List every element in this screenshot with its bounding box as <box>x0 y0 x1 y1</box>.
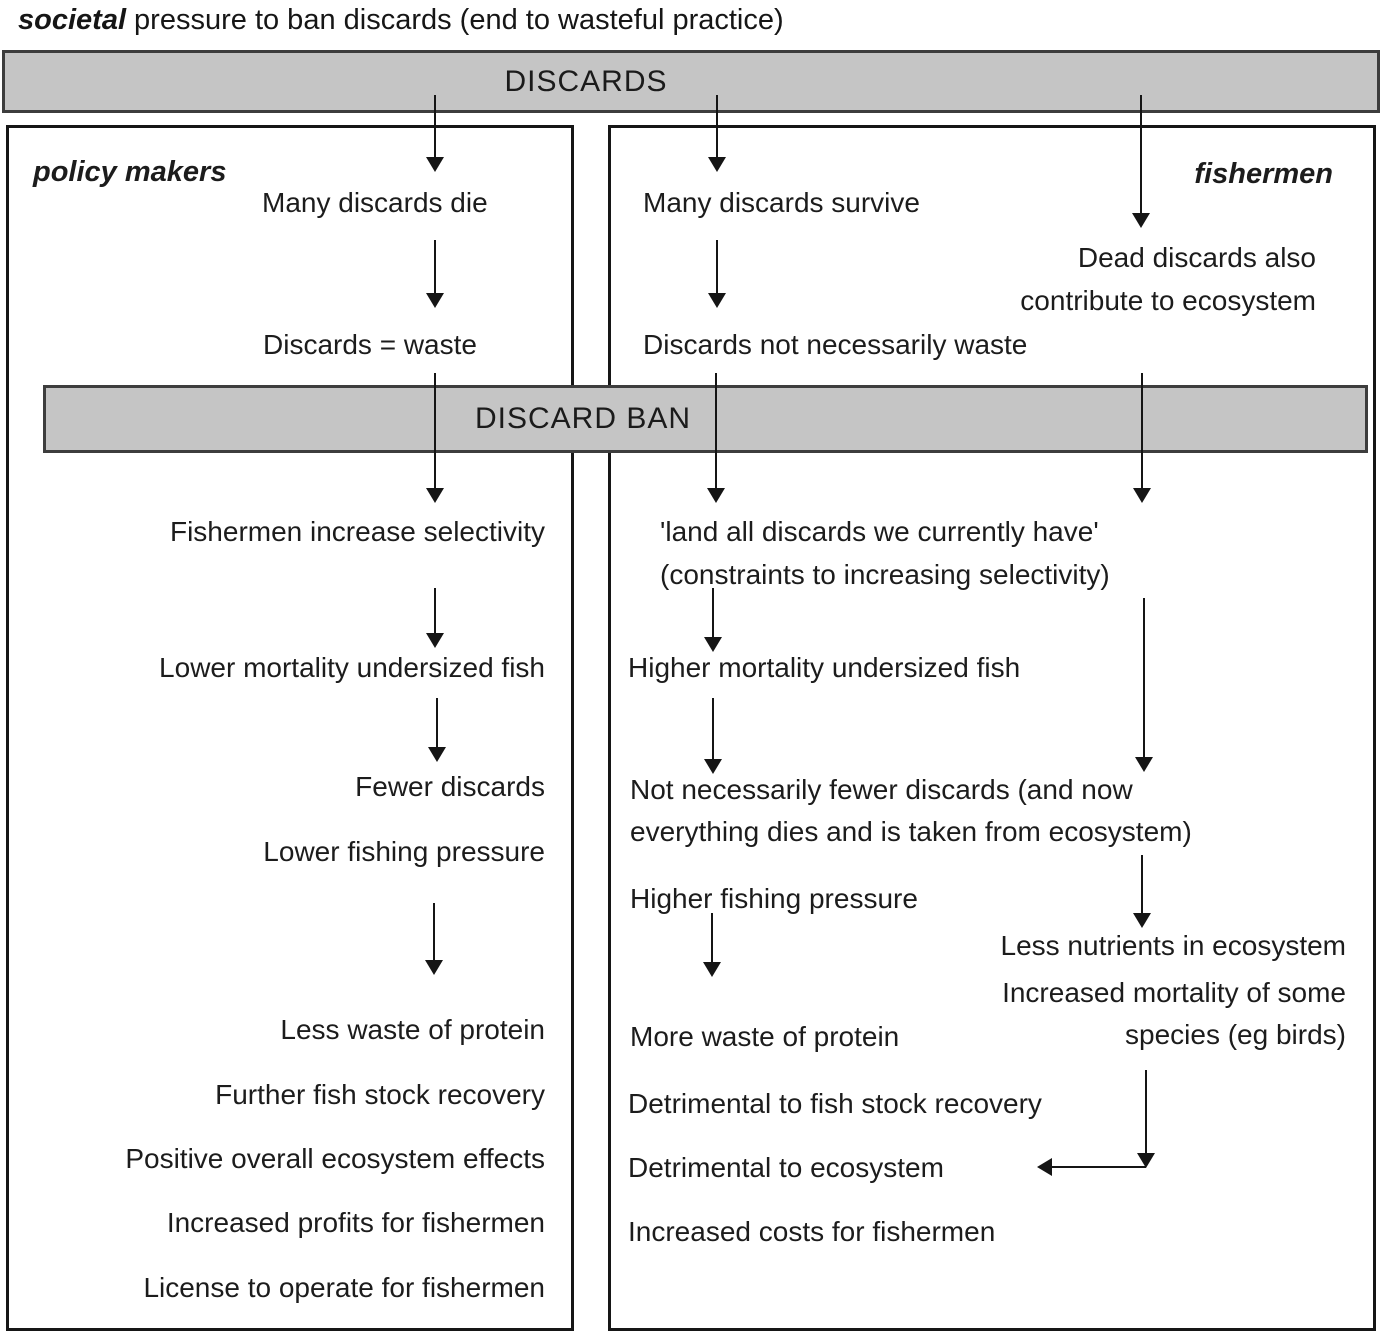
node-fewer-discards: Fewer discards <box>355 771 545 802</box>
node-license-to-operate: License to operate for fishermen <box>143 1272 545 1303</box>
caption-emphasis: societal <box>18 4 126 36</box>
node-increased-profits: Increased profits for fishermen <box>166 1207 545 1238</box>
discard-ban-banner: DISCARD BAN <box>43 385 1368 453</box>
node-many-discards-survive: Many discards survive <box>643 187 920 218</box>
node-increase-selectivity: Fishermen increase selectivity <box>169 516 545 547</box>
node-dead-discards-line2: contribute to ecosystem <box>1020 285 1316 316</box>
right-panel-heading: fishermen <box>1194 158 1333 190</box>
arrow-down <box>1133 373 1151 503</box>
caption-rest: pressure to ban discards (end to wastefu… <box>126 4 784 36</box>
discard-ban-banner-label: DISCARD BAN <box>474 402 692 435</box>
arrow-down <box>1135 598 1153 772</box>
node-fish-stock-recovery: Further fish stock recovery <box>215 1079 545 1110</box>
node-not-fewer-line2: everything dies and is taken from ecosys… <box>630 816 1192 847</box>
node-land-all-line1: 'land all discards we currently have' <box>660 516 1099 547</box>
node-detrimental-stock: Detrimental to fish stock recovery <box>628 1088 1042 1119</box>
node-less-waste-protein: Less waste of protein <box>280 1014 545 1045</box>
policy-makers-panel <box>6 125 574 1331</box>
node-not-necessarily-waste: Discards not necessarily waste <box>643 329 1028 360</box>
node-land-all-line2: (constraints to increasing selectivity) <box>660 559 1110 590</box>
arrow-down <box>704 588 722 652</box>
arrow-down <box>426 588 444 648</box>
node-lower-pressure: Lower fishing pressure <box>263 836 545 867</box>
discards-banner-label: DISCARDS <box>504 64 668 98</box>
arrow-down <box>707 373 725 503</box>
arrow-down <box>1133 855 1151 928</box>
discards-banner: DISCARDS <box>2 50 1380 113</box>
arrow-down <box>708 240 726 308</box>
arrow-down <box>703 913 721 977</box>
node-higher-pressure: Higher fishing pressure <box>630 883 918 914</box>
arrow-down <box>1132 95 1150 228</box>
arrow-down <box>425 903 443 975</box>
arrow-down <box>428 698 446 762</box>
node-not-fewer-line1: Not necessarily fewer discards (and now <box>630 774 1133 805</box>
node-dead-discards-line1: Dead discards also <box>1077 242 1316 273</box>
node-increased-costs: Increased costs for fishermen <box>628 1216 996 1247</box>
node-lower-mortality: Lower mortality undersized fish <box>159 652 545 683</box>
node-positive-ecosystem: Positive overall ecosystem effects <box>125 1143 545 1174</box>
node-more-waste-protein: More waste of protein <box>630 1021 900 1052</box>
arrow-left <box>1037 1158 1146 1176</box>
arrow-down <box>708 95 726 172</box>
left-panel-heading: policy makers <box>33 156 227 188</box>
arrow-down <box>704 698 722 774</box>
arrow-down <box>426 240 444 308</box>
node-less-nutrients: Less nutrients in ecosystem <box>1000 930 1347 961</box>
arrow-down <box>426 95 444 172</box>
fishermen-panel <box>608 125 1376 1331</box>
node-increased-mortality-line1: Increased mortality of some <box>1002 977 1346 1008</box>
node-higher-mortality: Higher mortality undersized fish <box>628 652 1021 683</box>
arrow-down <box>1137 1070 1155 1168</box>
node-detrimental-ecosystem: Detrimental to ecosystem <box>628 1152 944 1183</box>
figure-caption: societal pressure to ban discards (end t… <box>18 2 784 38</box>
node-increased-mortality-line2: species (eg birds) <box>1125 1019 1346 1050</box>
node-many-discards-die: Many discards die <box>262 187 488 218</box>
arrow-down <box>426 373 444 503</box>
node-discards-waste: Discards = waste <box>263 329 477 360</box>
